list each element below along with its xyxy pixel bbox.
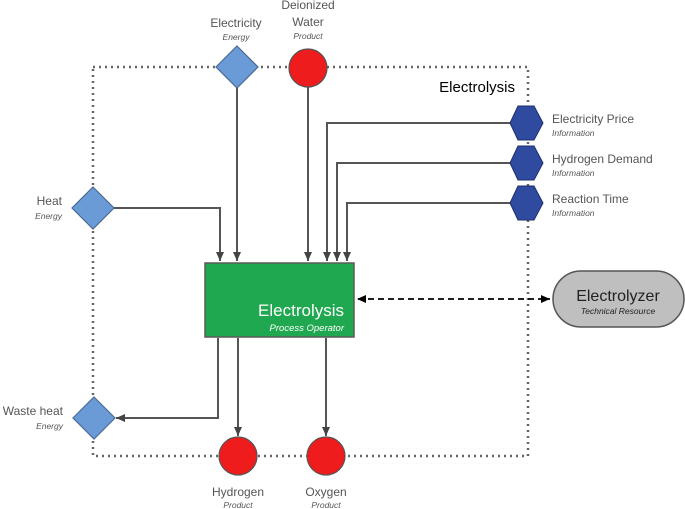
hydrogen-circle-icon: [218, 436, 258, 476]
system-boundary: [91, 65, 530, 458]
reaction-time-label: Reaction Time: [552, 192, 629, 206]
deionized-water-label-line1: Deionized: [281, 0, 334, 12]
electricity-type: Energy: [223, 32, 251, 42]
technical-resource-type: Technical Resource: [581, 306, 656, 316]
technical-resource-title: Electrolyzer: [576, 288, 660, 305]
hydrogen-label: Hydrogen: [212, 485, 264, 499]
electricity-price-type: Information: [552, 128, 595, 138]
heat-label: Heat: [37, 194, 63, 208]
technical-resource-shape: [552, 270, 685, 328]
reaction-time-hexagon-icon: [509, 185, 544, 221]
deionized-water-type: Product: [293, 31, 323, 41]
hydrogen-demand-flow-arrow: [333, 162, 512, 261]
deionized-water-circle-icon: [288, 48, 328, 88]
heat-diamond-icon: [71, 186, 115, 230]
hydrogen-demand-hexagon-icon: [509, 145, 544, 181]
reaction-time-flow-arrow: [343, 202, 512, 261]
hydrogen-demand-type: Information: [552, 168, 595, 178]
process-operator-box: [204, 262, 355, 338]
process-operator-title: Electrolysis: [258, 301, 344, 320]
oxygen-circle-icon: [306, 436, 346, 476]
waste-heat-type: Energy: [36, 421, 64, 431]
reaction-time-type: Information: [552, 208, 595, 218]
oxygen-type: Product: [311, 500, 341, 509]
electricity-price-label: Electricity Price: [552, 112, 634, 126]
electricity-diamond-icon: [215, 45, 259, 89]
oxygen-label: Oxygen: [305, 485, 346, 499]
electricity-price-hexagon-icon: [509, 105, 544, 141]
deionized-water-label-line2: Water: [292, 15, 324, 29]
hydrogen-type: Product: [223, 500, 253, 509]
process-operator-type: Process Operator: [270, 323, 345, 334]
electricity-label: Electricity: [210, 16, 261, 30]
boundary-title: Electrolysis: [439, 79, 515, 96]
heat-type: Energy: [35, 211, 63, 221]
waste-heat-flow-arrow: [116, 338, 219, 422]
electricity-price-flow-arrow: [323, 122, 512, 261]
heat-flow-arrow: [114, 207, 224, 261]
hydrogen-demand-label: Hydrogen Demand: [552, 152, 653, 166]
waste-heat-label: Waste heat: [3, 404, 64, 418]
waste-heat-diamond-icon: [72, 396, 116, 440]
